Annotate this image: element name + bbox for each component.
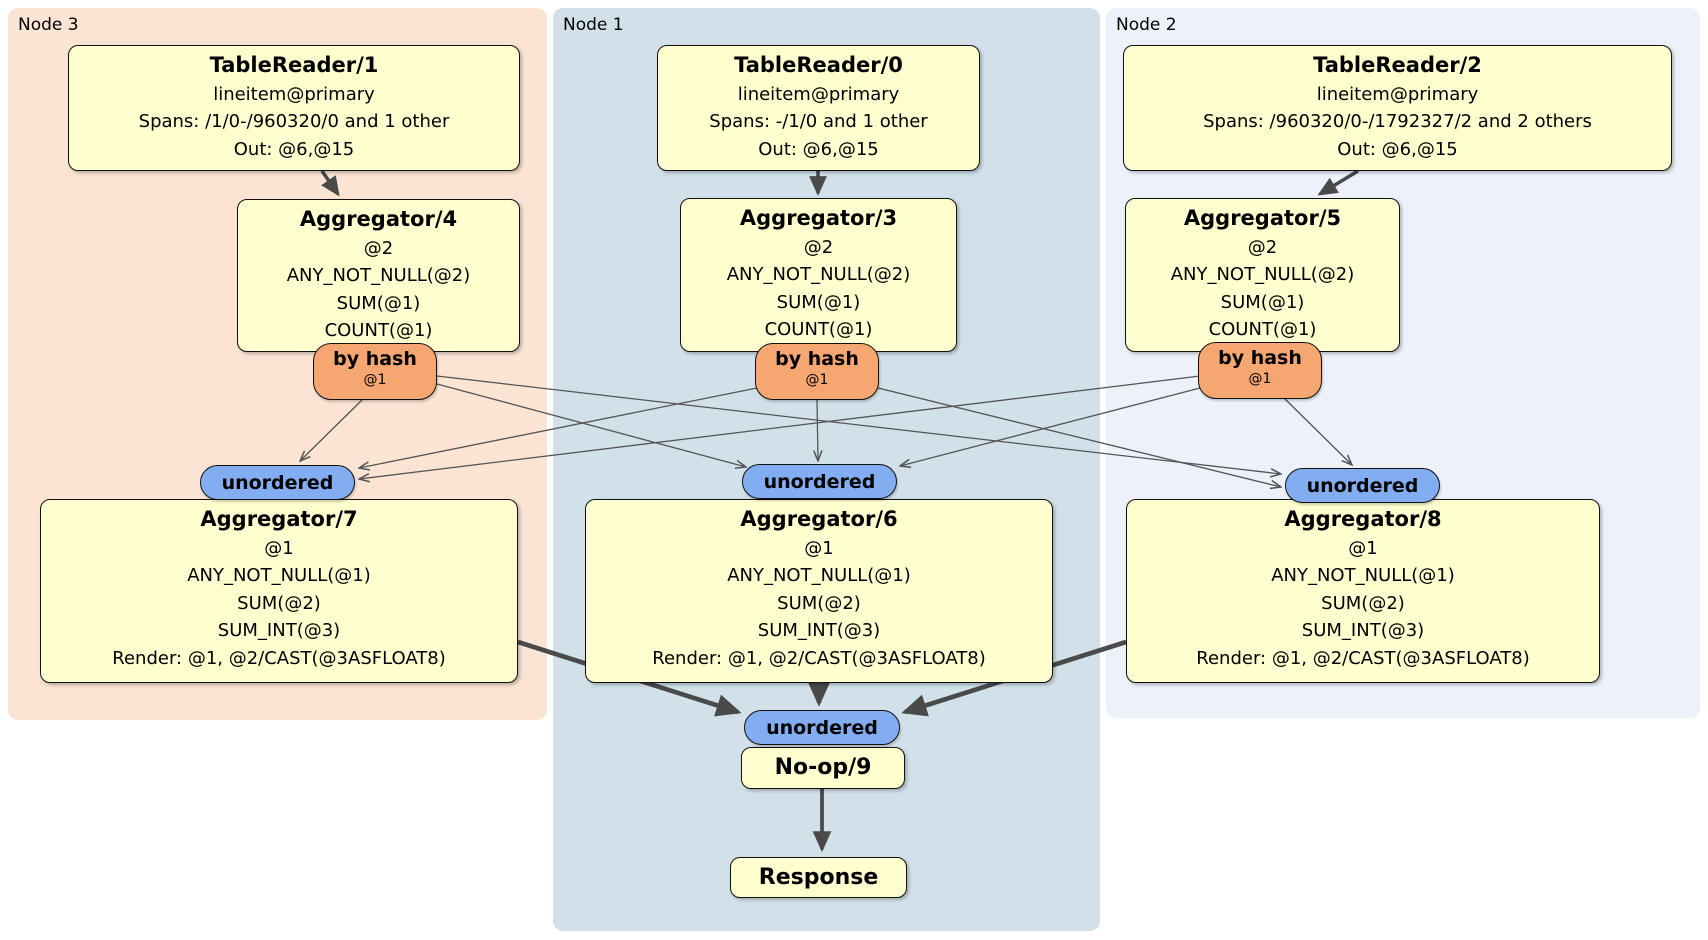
hash-router-node2: by hash @1 [1198, 342, 1322, 399]
aggregator-3-box: Aggregator/3 @2 ANY_NOT_NULL(@2) SUM(@1)… [680, 198, 957, 352]
router-label: by hash [1218, 347, 1302, 369]
processor-title: Aggregator/4 [299, 207, 458, 231]
processor-detail: ANY_NOT_NULL(@1) [187, 565, 371, 587]
processor-detail: ANY_NOT_NULL(@2) [726, 264, 911, 286]
sync-final: unordered [744, 710, 900, 745]
processor-detail: ANY_NOT_NULL(@2) [1170, 264, 1355, 286]
processor-detail: Spans: /960320/0-/1792327/2 and 2 others [1203, 111, 1592, 133]
processor-detail: ANY_NOT_NULL(@1) [727, 565, 911, 587]
router-label: by hash [775, 348, 859, 370]
processor-title: TableReader/1 [209, 53, 379, 77]
processor-title: No-op/9 [774, 755, 872, 781]
processor-detail: lineitem@primary [213, 83, 375, 105]
processor-detail: COUNT(@1) [324, 320, 433, 342]
processor-detail: SUM(@2) [777, 592, 861, 614]
sync-label: unordered [1306, 474, 1419, 497]
processor-detail: @2 [363, 237, 394, 259]
tablereader-0-box: TableReader/0 lineitem@primary Spans: -/… [657, 45, 980, 171]
processor-detail: ANY_NOT_NULL(@2) [286, 265, 471, 287]
processor-title: TableReader/0 [734, 53, 903, 77]
processor-detail: SUM(@1) [336, 292, 421, 314]
processor-title: Response [758, 864, 879, 890]
processor-detail: Spans: -/1/0 and 1 other [709, 111, 928, 133]
processor-detail: SUM(@2) [237, 592, 321, 614]
aggregator-5-box: Aggregator/5 @2 ANY_NOT_NULL(@2) SUM(@1)… [1125, 198, 1400, 352]
processor-detail: SUM_INT(@3) [217, 620, 341, 642]
tablereader-1-box: TableReader/1 lineitem@primary Spans: /1… [68, 45, 520, 171]
node-group-3-label: Node 3 [18, 15, 79, 35]
processor-title: Aggregator/6 [740, 507, 898, 531]
processor-detail: Out: @6,@15 [233, 138, 355, 160]
processor-detail: SUM_INT(@3) [757, 620, 881, 642]
sync-node1: unordered [742, 464, 897, 499]
processor-detail: Render: @1, @2/CAST(@3ASFLOAT8) [652, 647, 986, 669]
router-sub: @1 [805, 371, 829, 388]
hash-router-node1: by hash @1 [755, 343, 879, 400]
router-label: by hash [333, 348, 417, 370]
processor-detail: Out: @6,@15 [758, 138, 879, 160]
processor-detail: Spans: /1/0-/960320/0 and 1 other [138, 111, 450, 133]
processor-detail: SUM(@2) [1321, 592, 1405, 614]
router-sub: @1 [363, 371, 387, 388]
aggregator-4-box: Aggregator/4 @2 ANY_NOT_NULL(@2) SUM(@1)… [237, 199, 520, 352]
processor-detail: lineitem@primary [737, 83, 900, 105]
processor-detail: @1 [264, 537, 294, 559]
processor-title: Aggregator/5 [1183, 206, 1342, 230]
processor-title: TableReader/2 [1313, 53, 1482, 77]
processor-detail: SUM(@1) [1220, 291, 1305, 313]
noop-9-box: No-op/9 [741, 747, 905, 789]
processor-detail: @2 [1247, 236, 1278, 258]
processor-title: Aggregator/7 [200, 507, 358, 531]
processor-detail: Out: @6,@15 [1337, 138, 1458, 160]
processor-detail: @2 [803, 236, 834, 258]
aggregator-8-box: Aggregator/8 @1 ANY_NOT_NULL(@1) SUM(@2)… [1126, 499, 1600, 683]
processor-title: Aggregator/8 [1284, 507, 1442, 531]
processor-detail: lineitem@primary [1316, 83, 1479, 105]
processor-detail: @1 [804, 537, 834, 559]
node-group-2-label: Node 2 [1116, 15, 1177, 35]
node-group-1-label: Node 1 [563, 15, 624, 35]
processor-detail: @1 [1348, 537, 1378, 559]
processor-detail: COUNT(@1) [1208, 319, 1317, 341]
router-sub: @1 [1248, 370, 1272, 387]
aggregator-6-box: Aggregator/6 @1 ANY_NOT_NULL(@1) SUM(@2)… [585, 499, 1053, 683]
aggregator-7-box: Aggregator/7 @1 ANY_NOT_NULL(@1) SUM(@2)… [40, 499, 518, 683]
response-box: Response [730, 857, 907, 898]
sync-label: unordered [766, 716, 878, 739]
sync-node2: unordered [1285, 468, 1440, 503]
processor-detail: Render: @1, @2/CAST(@3ASFLOAT8) [112, 647, 446, 669]
processor-detail: SUM_INT(@3) [1301, 620, 1425, 642]
processor-detail: ANY_NOT_NULL(@1) [1271, 565, 1455, 587]
sync-label: unordered [763, 470, 876, 493]
tablereader-2-box: TableReader/2 lineitem@primary Spans: /9… [1123, 45, 1672, 171]
processor-detail: COUNT(@1) [764, 319, 873, 341]
hash-router-node3: by hash @1 [313, 343, 437, 400]
sync-label: unordered [221, 471, 334, 494]
processor-detail: Render: @1, @2/CAST(@3ASFLOAT8) [1196, 647, 1530, 669]
processor-detail: SUM(@1) [776, 291, 861, 313]
processor-title: Aggregator/3 [739, 206, 898, 230]
sync-node3: unordered [200, 465, 355, 500]
